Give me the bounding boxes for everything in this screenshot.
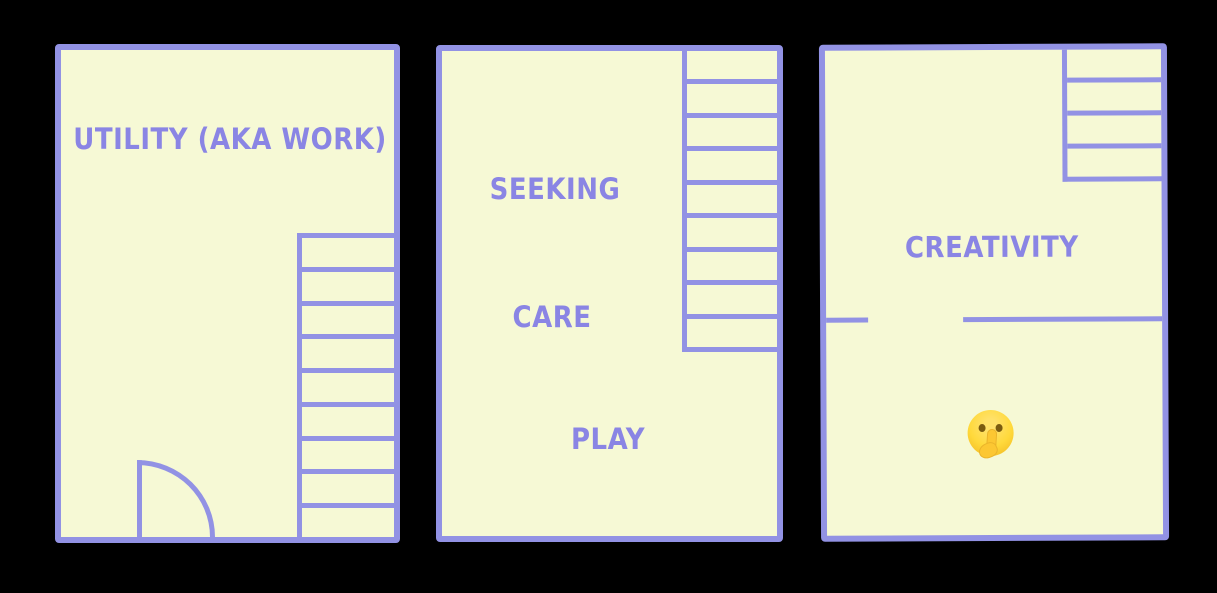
shushing-face-emoji: 🤫 xyxy=(967,409,1014,462)
stair-step xyxy=(687,185,777,219)
stair-step xyxy=(687,218,777,252)
interior-wall-left-segment xyxy=(826,317,869,323)
stair-step xyxy=(687,118,777,152)
stair-step xyxy=(687,51,777,85)
stair-step xyxy=(302,441,394,475)
stair-step xyxy=(302,306,394,340)
stair-step xyxy=(687,285,777,319)
emoji-face xyxy=(967,409,1014,462)
floor-plan-creativity: CREATIVITY 🤫 xyxy=(818,43,1170,542)
play-room-label: PLAY xyxy=(570,423,646,457)
emoji-right-eye xyxy=(995,423,1003,432)
stair-step xyxy=(687,319,777,347)
floor-plan-utility: UTILITY (AKA WORK) xyxy=(55,44,400,543)
stairs xyxy=(297,233,394,537)
stair-step xyxy=(302,474,394,509)
care-room-label: CARE xyxy=(512,301,592,335)
stair-step xyxy=(302,272,394,306)
interior-wall-right-segment xyxy=(963,316,1163,323)
door-swing-arc xyxy=(137,460,215,537)
stair-step xyxy=(687,151,777,185)
stairs xyxy=(682,51,777,352)
stair-step xyxy=(302,508,394,537)
stair-step xyxy=(302,339,394,374)
stair-step xyxy=(302,373,394,407)
creativity-room-label: CREATIVITY xyxy=(904,230,1079,266)
stair-step xyxy=(687,252,777,286)
stairs xyxy=(1061,49,1162,182)
stair-step xyxy=(1067,148,1161,176)
seeking-room-label: SEEKING xyxy=(489,173,621,207)
stair-step xyxy=(302,407,394,441)
emoji-left-eye xyxy=(978,424,986,433)
stair-step xyxy=(1066,49,1162,83)
stair-step xyxy=(1067,82,1162,116)
utility-room-label: UTILITY (AKA WORK) xyxy=(73,123,387,157)
stair-step xyxy=(687,84,777,118)
stair-step xyxy=(302,238,394,272)
stair-step xyxy=(1067,115,1162,149)
floor-plan-seeking-care-play: SEEKING CARE PLAY xyxy=(436,45,783,542)
